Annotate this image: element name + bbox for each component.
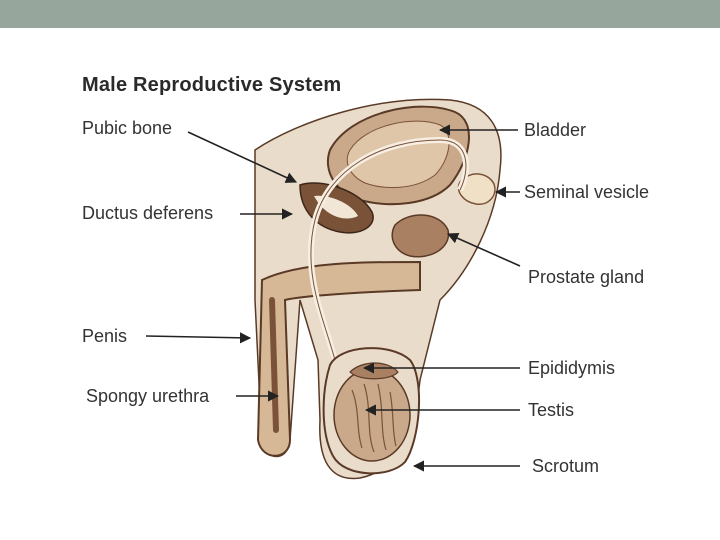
label-prostate-gland: Prostate gland: [528, 267, 644, 288]
label-testis: Testis: [528, 400, 574, 421]
label-epididymis: Epididymis: [528, 358, 615, 379]
prostate-gland: [392, 215, 448, 257]
label-pubic-bone: Pubic bone: [82, 118, 172, 139]
label-bladder: Bladder: [524, 120, 586, 141]
spongy-urethra: [272, 300, 276, 430]
pointer-penis: [146, 336, 250, 338]
label-penis: Penis: [82, 326, 127, 347]
label-spongy-urethra: Spongy urethra: [86, 386, 209, 407]
label-seminal-vesicle: Seminal vesicle: [524, 182, 649, 203]
label-ductus-deferens: Ductus deferens: [82, 203, 213, 224]
label-scrotum: Scrotum: [532, 456, 599, 477]
